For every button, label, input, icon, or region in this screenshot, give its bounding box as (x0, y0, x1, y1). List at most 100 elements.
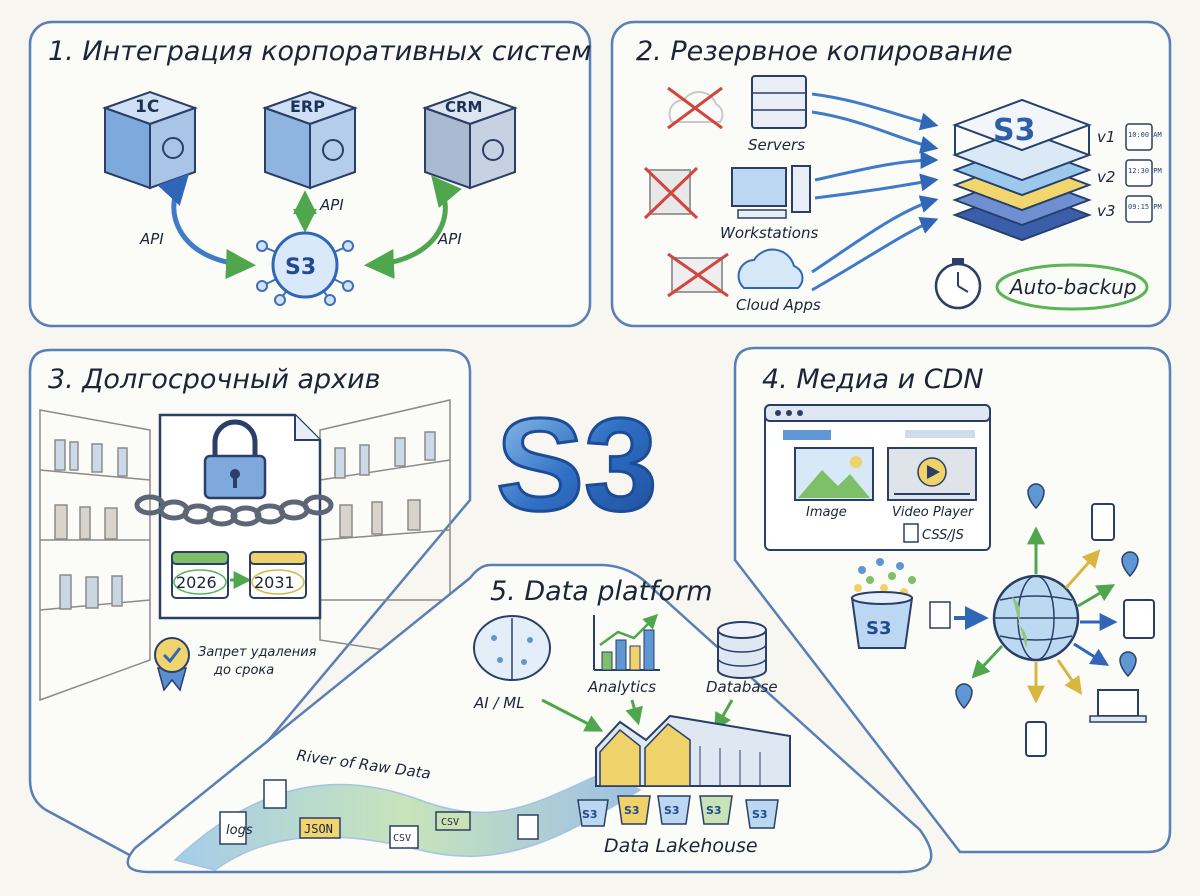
database-icon (717, 621, 767, 679)
s3-version-stack-label: S3 (993, 113, 1035, 148)
phone-icon (1091, 503, 1115, 541)
version-time-3: 09:15 PM (1128, 203, 1162, 211)
pin-icon (1121, 551, 1139, 578)
brain-icon (473, 615, 551, 681)
gear-icon (482, 139, 504, 161)
crossed-monitor-icon (667, 252, 729, 298)
file-transfer-icon (929, 601, 989, 630)
version-time-1: 10:00 AM (1128, 131, 1162, 139)
gear-icon (322, 139, 344, 161)
retention-note-line1: Запрет удаления (198, 645, 317, 660)
backup-flow-arrows (811, 92, 939, 292)
json-tag-icon (299, 817, 341, 839)
panel-backup: 2. Резервное копирование Servers (610, 20, 1172, 328)
csv-tag-icon (435, 811, 471, 831)
auto-backup-badge (995, 263, 1149, 311)
system-erp-icon: ERP (262, 90, 358, 190)
api-label-erp: API (319, 196, 344, 214)
version-v2-label: v2 (1097, 168, 1115, 186)
media-image-label: Image (806, 505, 847, 520)
crossed-cloud-icon (667, 86, 724, 130)
panel-integration: 1. Интеграция корпоративных систем 1C ER… (28, 20, 592, 328)
system-crm-icon: CRM (422, 90, 518, 190)
laptop-icon (1089, 689, 1147, 723)
gear-icon (162, 137, 184, 159)
media-video-label: Video Player (892, 505, 975, 520)
file-tag-json: JSON (304, 822, 333, 836)
lake-bucket-3-label: S3 (664, 804, 680, 817)
crossed-server-icon (643, 166, 699, 220)
file-icon (219, 811, 247, 845)
image-thumbnail-icon (794, 447, 874, 501)
s3-hub-label: S3 (285, 255, 316, 280)
file-tag-csv-1: CSV (393, 833, 411, 844)
video-player-icon (887, 447, 977, 501)
css-js-file-icon (903, 523, 919, 543)
auto-backup-label: Auto-backup (1008, 275, 1137, 299)
source-servers-label: Servers (748, 136, 805, 154)
file-icon (263, 779, 287, 809)
media-assets-label: CSS/JS (922, 528, 964, 543)
browser-window-icon (764, 404, 991, 551)
platform-title: 5. Data platform (490, 576, 713, 607)
analytics-chart-icon (593, 613, 660, 671)
system-1c-label: 1C (135, 97, 159, 117)
padlock-icon (203, 419, 267, 500)
api-label-crm: API (437, 230, 462, 248)
archive-year-from: 2026 (176, 573, 217, 592)
s3-version-stack-icon: S3 (952, 98, 1092, 242)
panel-media: 4. Медиа и CDN Image Video Player CSS/JS (733, 346, 1172, 854)
tablet-icon (1123, 599, 1155, 639)
panel-platform: 5. Data platform AI / ML Analytics Datab… (126, 563, 933, 874)
source-cloud-apps-label: Cloud Apps (736, 296, 821, 314)
consumer-database-label: Database (706, 678, 778, 696)
source-workstations-label: Workstations (720, 224, 818, 242)
consumer-aiml-label: AI / ML (473, 694, 525, 712)
file-tag-logs: logs (226, 823, 253, 838)
bookshelf-left-icon (39, 409, 151, 702)
calendar-from-icon (171, 551, 229, 599)
pin-icon (1027, 483, 1045, 510)
consumer-analytics-label: Analytics (587, 678, 656, 696)
integration-title: 1. Интеграция корпоративных систем (48, 36, 592, 67)
system-1c-icon: 1C (102, 90, 198, 190)
file-tag-csv-2: CSV (441, 817, 459, 828)
version-v1-label: v1 (1097, 128, 1115, 146)
file-icon (517, 814, 539, 840)
version-v3-label: v3 (1097, 202, 1115, 220)
calendar-to-icon (249, 551, 307, 599)
lake-bucket-5-label: S3 (752, 808, 768, 821)
lake-bucket-1-label: S3 (582, 808, 598, 821)
lake-bucket-4-label: S3 (706, 804, 722, 817)
api-label-1c: API (139, 230, 164, 248)
system-crm-label: CRM (445, 98, 483, 116)
api-arrow-1c (157, 173, 256, 280)
workstation-icon (731, 165, 811, 219)
server-icon (751, 75, 807, 129)
lakehouse-buckets (577, 795, 779, 829)
pin-icon (955, 683, 973, 710)
version-time-2: 12:30 PM (1128, 167, 1162, 175)
lakehouse-building-icon (595, 714, 791, 787)
lake-bucket-2-label: S3 (624, 804, 640, 817)
retention-badge-icon (154, 637, 190, 692)
panel-archive: 3. Долгосрочный архив (28, 348, 472, 864)
stopwatch-icon (934, 258, 982, 310)
s3-bucket-icon (699, 795, 733, 825)
media-title: 4. Медиа и CDN (762, 364, 984, 395)
s3-hub-icon: S3 (256, 231, 354, 306)
api-arrow-crm (364, 175, 462, 279)
pin-icon (1119, 651, 1137, 678)
archive-year-to: 2031 (254, 573, 295, 592)
lakehouse-label: Data Lakehouse (604, 835, 758, 857)
csv-file-icon (389, 825, 419, 849)
cdn-arrows (971, 526, 1118, 704)
system-erp-label: ERP (290, 97, 325, 116)
archive-title: 3. Долгосрочный архив (48, 364, 381, 395)
s3-bucket-icon (617, 795, 651, 825)
globe-icon (992, 574, 1080, 662)
s3-bucket-icon (745, 799, 779, 829)
backup-title: 2. Резервное копирование (636, 36, 1013, 67)
phone-icon (1025, 721, 1047, 757)
